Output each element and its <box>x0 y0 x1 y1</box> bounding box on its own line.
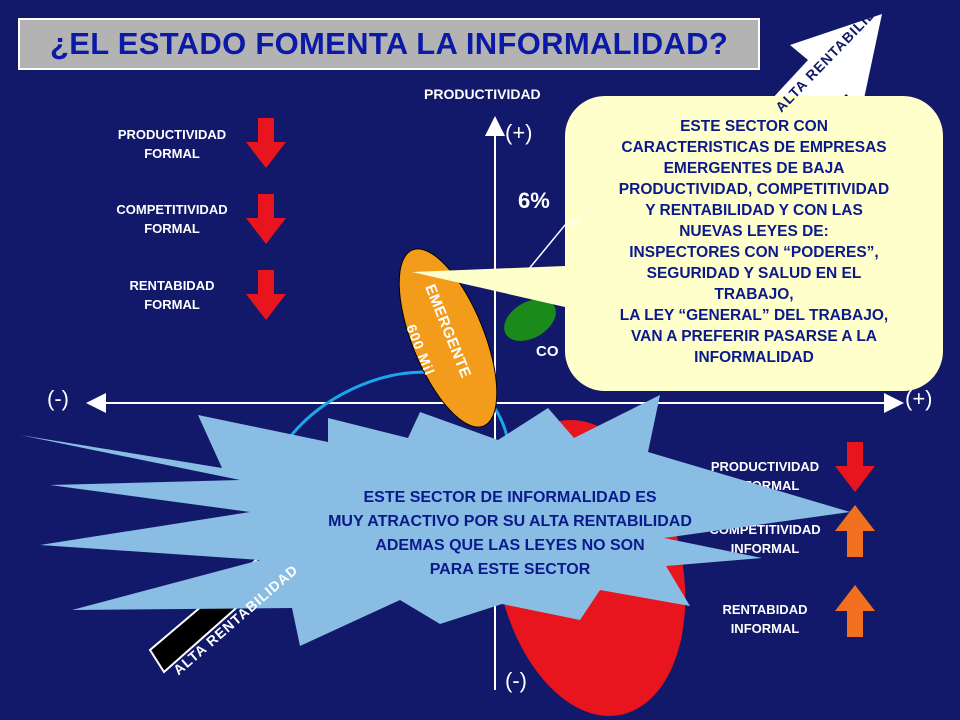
y-axis-negative-label: (-) <box>505 668 527 693</box>
x-axis-negative-label: (-) <box>47 386 69 411</box>
y-axis-title: PRODUCTIVIDAD <box>424 86 541 102</box>
arrow-down-icon <box>246 118 286 168</box>
arrow-down-icon <box>246 270 286 320</box>
y-axis-positive-label: (+) <box>505 120 533 145</box>
bubble-text: ESTE SECTOR CON CARACTERISTICAS DE EMPRE… <box>618 118 890 366</box>
arrow-up-icon <box>835 505 875 557</box>
arrow-up-icon <box>835 585 875 637</box>
co-label: CO <box>536 343 559 360</box>
starburst-text: ESTE SECTOR DE INFORMALIDAD ES MUY ATRAC… <box>328 489 692 578</box>
left-label-competitividad: COMPETITIVIDAD FORMAL <box>116 202 228 236</box>
left-label-rentabidad: RENTABIDAD FORMAL <box>129 278 215 312</box>
arrow-down-icon <box>246 194 286 244</box>
arrow-down-icon <box>835 442 875 492</box>
x-axis-positive-label: (+) <box>905 386 933 411</box>
percent-label: 6% <box>518 188 550 213</box>
left-label-productividad: PRODUCTIVIDAD FORMAL <box>117 127 227 161</box>
title-box: ¿EL ESTADO FOMENTA LA INFORMALIDAD? <box>18 18 760 70</box>
page-title: ¿EL ESTADO FOMENTA LA INFORMALIDAD? <box>50 26 729 61</box>
right-label-rentabidad: RENTABIDAD INFORMAL <box>722 602 808 636</box>
speech-bubble <box>412 96 943 391</box>
pointer-line <box>527 219 581 271</box>
emergente-ellipse <box>398 248 498 428</box>
formal-sector-blob <box>504 299 556 341</box>
starburst-callout <box>20 395 850 646</box>
